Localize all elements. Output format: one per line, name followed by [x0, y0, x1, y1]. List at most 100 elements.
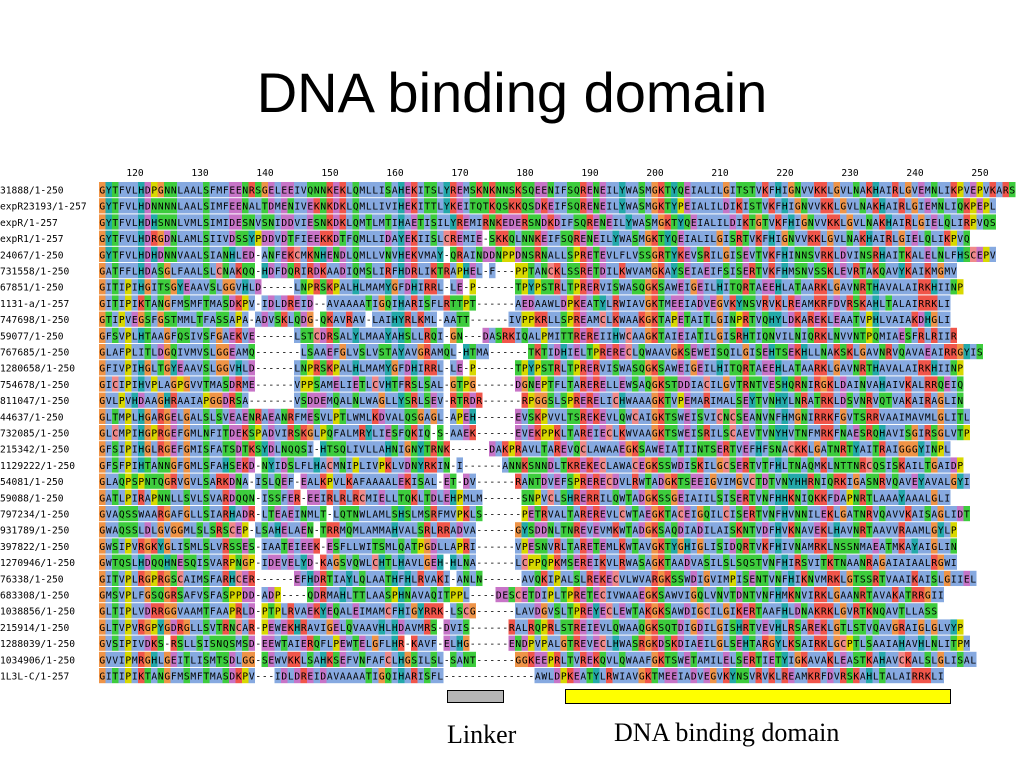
sequence-id: 754678/1-250: [0, 380, 70, 391]
residue-letter: G: [723, 186, 729, 197]
residue-cell: [398, 230, 405, 246]
residue-cell: [177, 214, 184, 230]
residue-letter: M: [424, 315, 430, 326]
residue-letter: A: [756, 364, 762, 375]
residue-letter: E: [184, 283, 190, 294]
residue-cell: [411, 182, 418, 198]
residue-letter: V: [983, 186, 989, 197]
residue-letter: M: [327, 396, 333, 407]
residue-cell: [794, 214, 801, 230]
residue-letter: I: [613, 218, 619, 229]
residue-letter: S: [678, 267, 684, 278]
residue-letter: Y: [249, 234, 255, 245]
residue-letter: M: [665, 299, 671, 310]
residue-letter: M: [808, 299, 814, 310]
residue-cell: [333, 279, 340, 295]
residue-cell: [248, 182, 255, 198]
sequence-id: 31888/1-250: [0, 186, 64, 197]
residue-cell: [671, 295, 678, 311]
residue-cell: [755, 182, 762, 198]
residue-cell: [840, 214, 847, 230]
residue-letter: A: [931, 348, 937, 359]
residue-letter: I: [106, 380, 112, 391]
residue-letter: E: [541, 234, 547, 245]
residue-cell: [170, 198, 177, 214]
residue-cell: [554, 214, 561, 230]
residue-letter: V: [125, 186, 131, 197]
residue-letter: I: [938, 331, 944, 342]
residue-letter: E: [600, 202, 606, 213]
residue-cell: [398, 198, 405, 214]
residue-letter: I: [392, 218, 398, 229]
sequence-id: 1034906/1-250: [0, 655, 75, 666]
residue-letter: -: [496, 348, 502, 359]
residue-letter: P: [457, 412, 463, 423]
residue-letter: H: [775, 364, 781, 375]
residue-letter: S: [613, 364, 619, 375]
residue-letter: G: [938, 396, 944, 407]
residue-letter: E: [587, 250, 593, 261]
residue-cell: [190, 182, 197, 198]
residue-cell: [599, 263, 606, 279]
residue-letter: R: [743, 461, 749, 472]
residue-letter: W: [626, 429, 632, 440]
residue-cell: [281, 263, 288, 279]
residue-letter: E: [307, 218, 313, 229]
residue-letter: E: [515, 218, 521, 229]
residue-letter: G: [756, 218, 762, 229]
residue-letter: I: [723, 315, 729, 326]
residue-letter: K: [827, 396, 833, 407]
residue-cell: [443, 230, 450, 246]
residue-letter: V: [847, 283, 853, 294]
residue-cell: [359, 182, 366, 198]
residue-letter: F: [275, 250, 281, 261]
residue-letter: C: [294, 250, 300, 261]
residue-letter: -: [502, 267, 508, 278]
residue-letter: K: [515, 186, 521, 197]
residue-letter: L: [340, 380, 346, 391]
residue-letter: E: [587, 267, 593, 278]
residue-letter: T: [203, 299, 209, 310]
residue-letter: G: [158, 186, 164, 197]
residue-cell: [300, 246, 307, 262]
residue-letter: -: [281, 331, 287, 342]
residue-cell: [612, 182, 619, 198]
residue-cell: [957, 279, 964, 295]
residue-letter: P: [125, 348, 131, 359]
residue-letter: A: [522, 445, 528, 456]
residue-letter: T: [470, 202, 476, 213]
residue-letter: I: [411, 477, 417, 488]
residue-letter: R: [866, 396, 872, 407]
residue-letter: V: [372, 348, 378, 359]
residue-letter: V: [125, 315, 131, 326]
residue-letter: A: [184, 267, 190, 278]
residue-letter: F: [489, 267, 495, 278]
residue-letter: K: [411, 429, 417, 440]
residue-letter: K: [613, 315, 619, 326]
residue-letter: K: [795, 315, 801, 326]
residue-cell: [710, 279, 717, 295]
residue-cell: [112, 246, 119, 262]
residue-cell: [495, 182, 502, 198]
residue-letter: T: [112, 186, 118, 197]
residue-letter: A: [892, 299, 898, 310]
residue-letter: -: [463, 283, 469, 294]
residue-letter: -: [515, 348, 521, 359]
residue-cell: [469, 230, 476, 246]
residue-letter: -: [255, 299, 261, 310]
residue-cell: [411, 246, 418, 262]
residue-cell: [547, 263, 554, 279]
residue-cell: [281, 230, 288, 246]
residue-letter: L: [372, 315, 378, 326]
residue-letter: H: [782, 429, 788, 440]
residue-cell: [944, 214, 951, 230]
residue-letter: G: [645, 315, 651, 326]
residue-letter: K: [489, 186, 495, 197]
residue-cell: [632, 279, 639, 295]
residue-cell: [820, 246, 827, 262]
residue-letter: C: [112, 380, 118, 391]
residue-cell: [840, 263, 847, 279]
residue-letter: A: [450, 315, 456, 326]
residue-cell: [209, 246, 216, 262]
residue-cell: [274, 198, 281, 214]
